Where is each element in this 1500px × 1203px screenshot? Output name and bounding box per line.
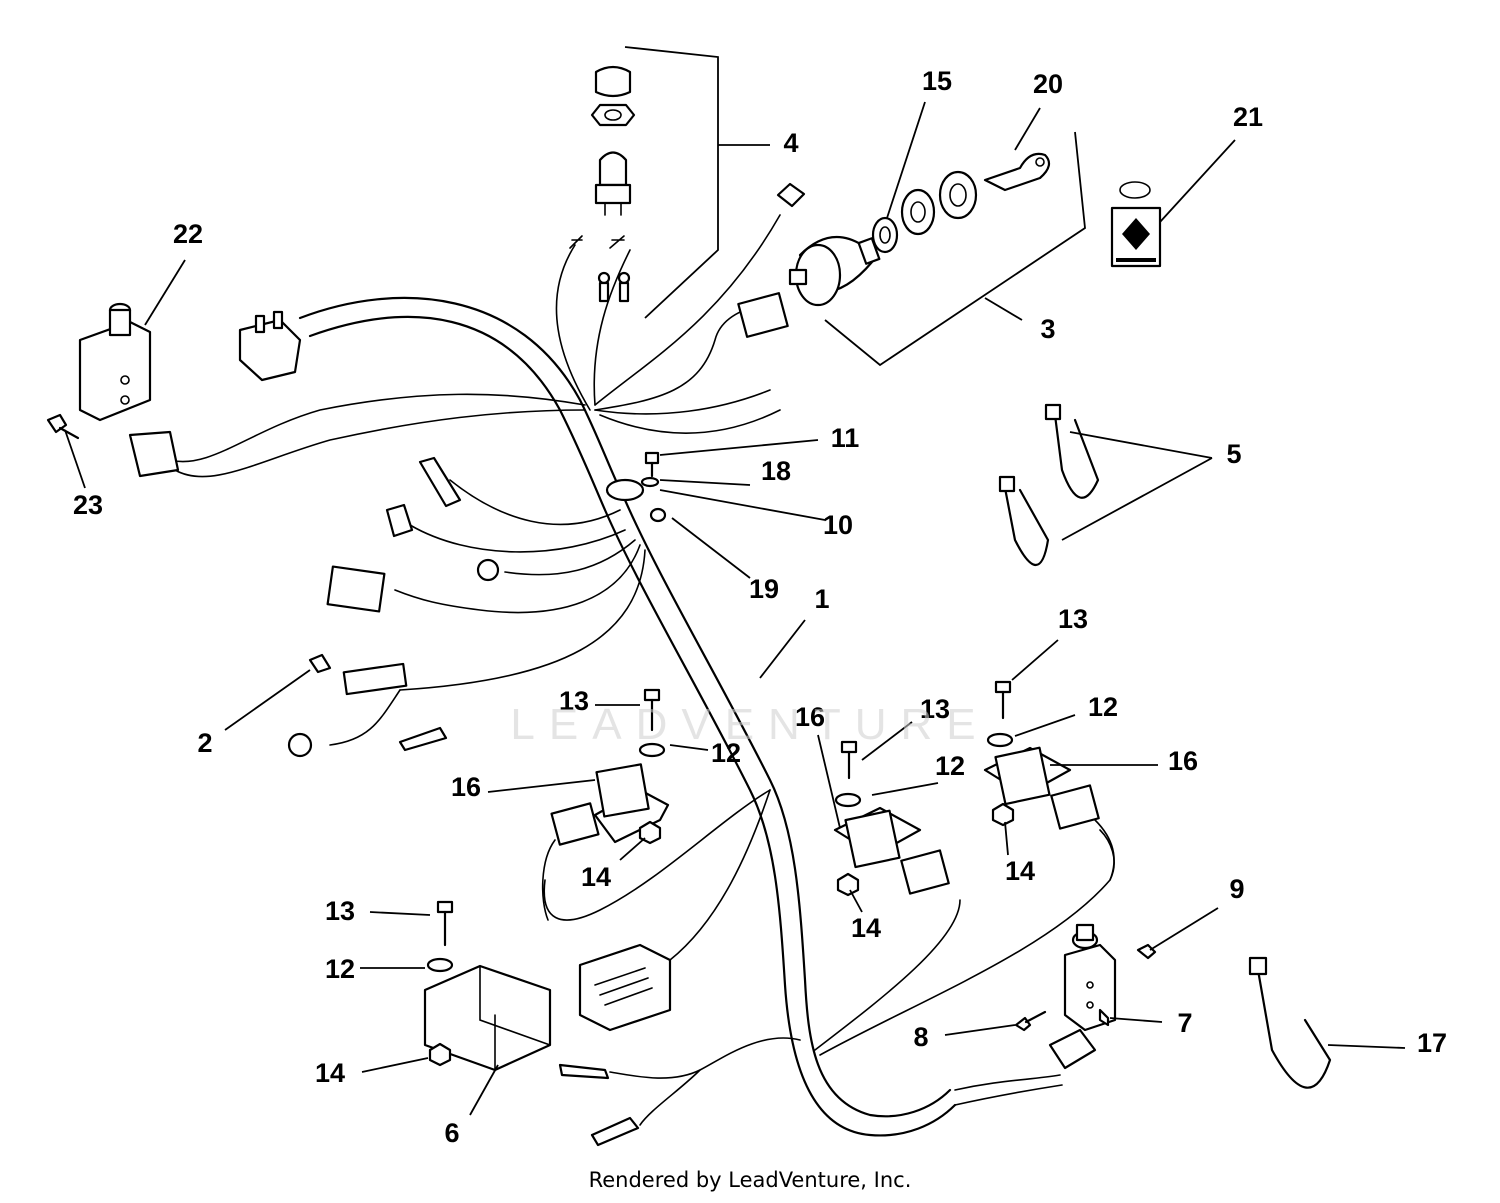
left-branch-wires <box>329 479 646 746</box>
cable-tie-part-17 <box>1248 956 1332 1089</box>
callout-labels: 1 2 3 4 5 6 7 8 9 10 11 12 12 12 12 13 1… <box>73 66 1447 1148</box>
callout-22: 22 <box>173 219 203 249</box>
callout-4: 4 <box>783 128 798 158</box>
callout-7: 7 <box>1177 1008 1192 1038</box>
callout-12-b: 12 <box>935 751 965 781</box>
callout-3: 3 <box>1040 314 1055 344</box>
bolt-part-23 <box>46 413 80 440</box>
lower-center-connector <box>558 943 672 1147</box>
callout-13-a: 13 <box>559 686 589 716</box>
cable-ties-part-5 <box>998 403 1100 567</box>
callout-9: 9 <box>1229 874 1244 904</box>
callout-17: 17 <box>1417 1028 1447 1058</box>
left-branch-connectors <box>287 456 500 758</box>
leader-lines <box>64 46 1406 1116</box>
callout-14-a: 14 <box>581 862 611 892</box>
callout-13-b: 13 <box>920 694 950 724</box>
callout-12-c: 12 <box>1088 692 1118 722</box>
callout-13-c: 13 <box>1058 604 1088 634</box>
callout-15: 15 <box>922 66 952 96</box>
callout-14-b: 14 <box>851 913 881 943</box>
key-tag-part-21 <box>1110 181 1162 268</box>
callout-5: 5 <box>1226 439 1241 469</box>
render-credit: Rendered by LeadVenture, Inc. <box>588 1168 912 1192</box>
push-button-switch-part-4 <box>569 65 806 303</box>
relay-center-part-16 <box>833 740 950 897</box>
module-part-6 <box>423 900 552 1072</box>
callout-6: 6 <box>444 1118 459 1148</box>
callout-11: 11 <box>831 423 860 453</box>
callout-2: 2 <box>197 728 212 758</box>
ignition-key-part-20 <box>983 152 1051 192</box>
callout-16-c: 16 <box>1168 746 1198 776</box>
relay-left-part-16 <box>541 688 670 921</box>
callout-12-a: 12 <box>711 738 741 768</box>
trunk-fasteners <box>640 451 667 523</box>
callout-23: 23 <box>73 490 103 520</box>
callout-13-d: 13 <box>325 896 355 926</box>
callout-16-b: 16 <box>795 702 825 732</box>
harness-connector-top-left <box>128 310 302 478</box>
relay-right-part-16 <box>983 680 1115 881</box>
callout-14-d: 14 <box>315 1058 345 1088</box>
seat-switch-part-22 <box>78 302 152 422</box>
switch-part-7 <box>1014 923 1157 1070</box>
callout-16-a: 16 <box>451 772 481 802</box>
callout-14-c: 14 <box>1005 856 1035 886</box>
callout-20: 20 <box>1033 69 1063 99</box>
callout-8: 8 <box>913 1022 928 1052</box>
main-harness-trunk <box>298 296 1063 1137</box>
callout-12-d: 12 <box>325 954 355 984</box>
callout-10: 10 <box>823 510 853 540</box>
callout-21: 21 <box>1233 102 1263 132</box>
watermark: LEADVENTURE <box>510 700 990 749</box>
callout-18: 18 <box>761 456 791 486</box>
ignition-washer-nuts-part-15 <box>871 170 978 254</box>
ignition-switch-part-3 <box>737 235 881 338</box>
callout-19: 19 <box>749 574 779 604</box>
upper-branch-wires <box>169 214 781 478</box>
callout-1: 1 <box>814 584 829 614</box>
